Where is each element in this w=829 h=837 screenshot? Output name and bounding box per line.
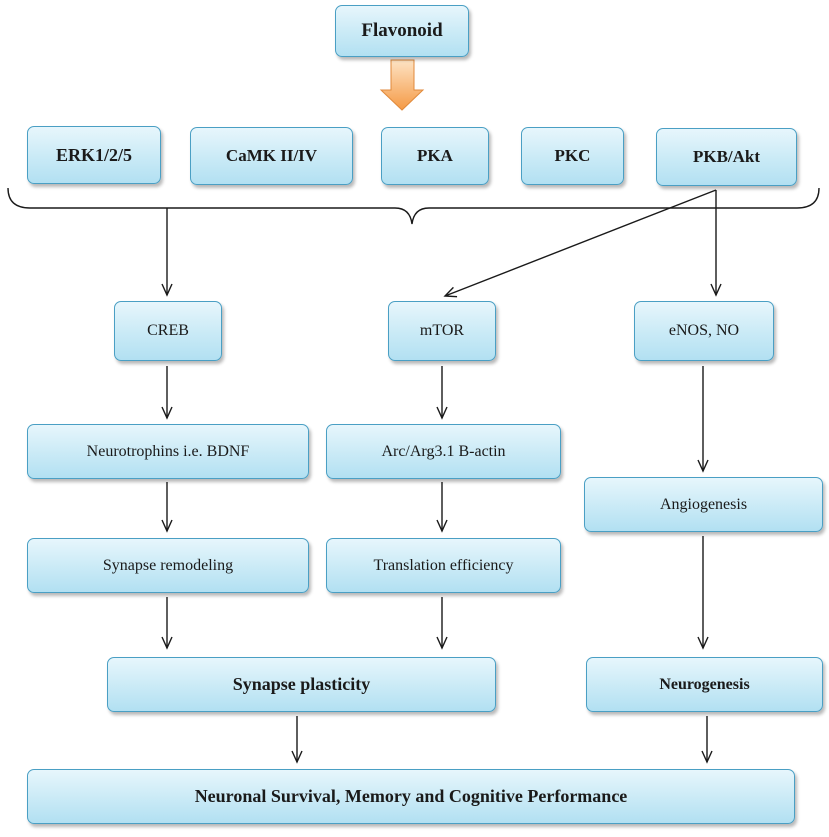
node-synapse-remodeling: Synapse remodeling [27, 538, 309, 593]
node-neurotrophins: Neurotrophins i.e. BDNF [27, 424, 309, 479]
node-camk: CaMK II/IV [190, 127, 353, 185]
node-neurogenesis: Neurogenesis [586, 657, 823, 712]
node-pka: PKA [381, 127, 489, 185]
node-mtor: mTOR [388, 301, 496, 361]
node-pkc: PKC [521, 127, 624, 185]
node-arc: Arc/Arg3.1 B-actin [326, 424, 561, 479]
node-enos: eNOS, NO [634, 301, 774, 361]
arrow-pkb-to-mtor [443, 189, 717, 298]
node-erk: ERK1/2/5 [27, 126, 161, 184]
node-synapse-plasticity: Synapse plasticity [107, 657, 496, 712]
kinase-group-brace [7, 187, 820, 225]
node-creb: CREB [114, 301, 222, 361]
flavonoid-down-arrow [379, 59, 425, 111]
node-pkb: PKB/Akt [656, 128, 797, 186]
node-outcome: Neuronal Survival, Memory and Cognitive … [27, 769, 795, 824]
node-angiogenesis: Angiogenesis [584, 477, 823, 532]
node-flavonoid: Flavonoid [335, 5, 469, 57]
node-translation-efficiency: Translation efficiency [326, 538, 561, 593]
